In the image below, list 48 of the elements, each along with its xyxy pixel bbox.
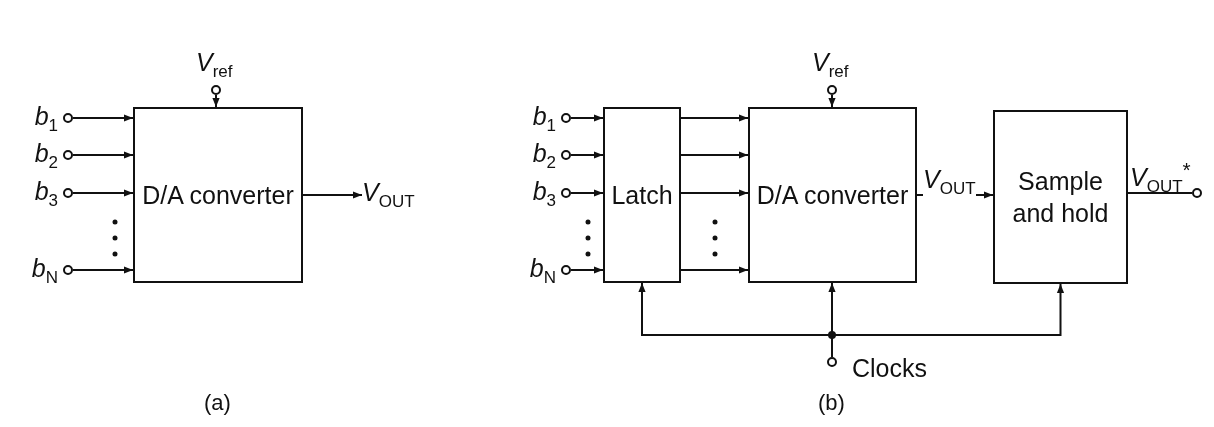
terminal-circle (63, 113, 73, 123)
panel-caption: (a) (204, 392, 231, 414)
terminal-circle (63, 150, 73, 160)
terminal-circle (827, 85, 837, 95)
converter-block: D/A converter (748, 107, 917, 283)
signal-label: b$_{N}$ (528, 256, 556, 286)
terminal-circle (63, 265, 73, 275)
arrow (680, 266, 749, 274)
converter-block: D/A converter (133, 107, 303, 283)
terminal-circle (1192, 188, 1202, 198)
signal-label: V$_{ref}$ (812, 50, 849, 80)
terminal-circle (63, 188, 73, 198)
latch-block: Latch (603, 107, 681, 283)
connector-line (1127, 192, 1193, 194)
terminal-circle (561, 150, 571, 160)
arrow (570, 114, 604, 122)
signal-label: b$_{2}$ (33, 141, 58, 171)
arrow (302, 191, 363, 199)
arrow (570, 189, 604, 197)
sample-hold-block: Sample and hold (993, 110, 1128, 284)
terminal-circle (561, 265, 571, 275)
arrow (828, 94, 836, 108)
output-label: V$_{OUT}$ (362, 180, 415, 210)
arrow (680, 114, 749, 122)
terminal-circle (827, 357, 837, 367)
terminal-circle (211, 85, 221, 95)
signal-label: b$_{3}$ (33, 179, 58, 209)
arrow (680, 189, 749, 197)
arrow (570, 266, 604, 274)
signal-label: b$_{3}$ (531, 179, 556, 209)
terminal-circle (561, 113, 571, 123)
panel-caption: (b) (818, 392, 845, 414)
edge-label: V$_{OUT}$ (923, 167, 976, 197)
signal-label: b$_{2}$ (531, 141, 556, 171)
arrow (72, 151, 134, 159)
signal-label: b$_{1}$ (33, 104, 58, 134)
arrow (570, 151, 604, 159)
arrow (212, 94, 220, 108)
arrow (72, 266, 134, 274)
arrow (831, 283, 1065, 358)
signal-label: Clocks (852, 356, 927, 381)
arrow (72, 189, 134, 197)
signal-label: b$_{1}$ (531, 104, 556, 134)
signal-label: V$_{ref}$ (196, 50, 233, 80)
arrow (680, 151, 749, 159)
terminal-circle (561, 188, 571, 198)
arrow (72, 114, 134, 122)
signal-label: b$_{N}$ (30, 256, 58, 286)
